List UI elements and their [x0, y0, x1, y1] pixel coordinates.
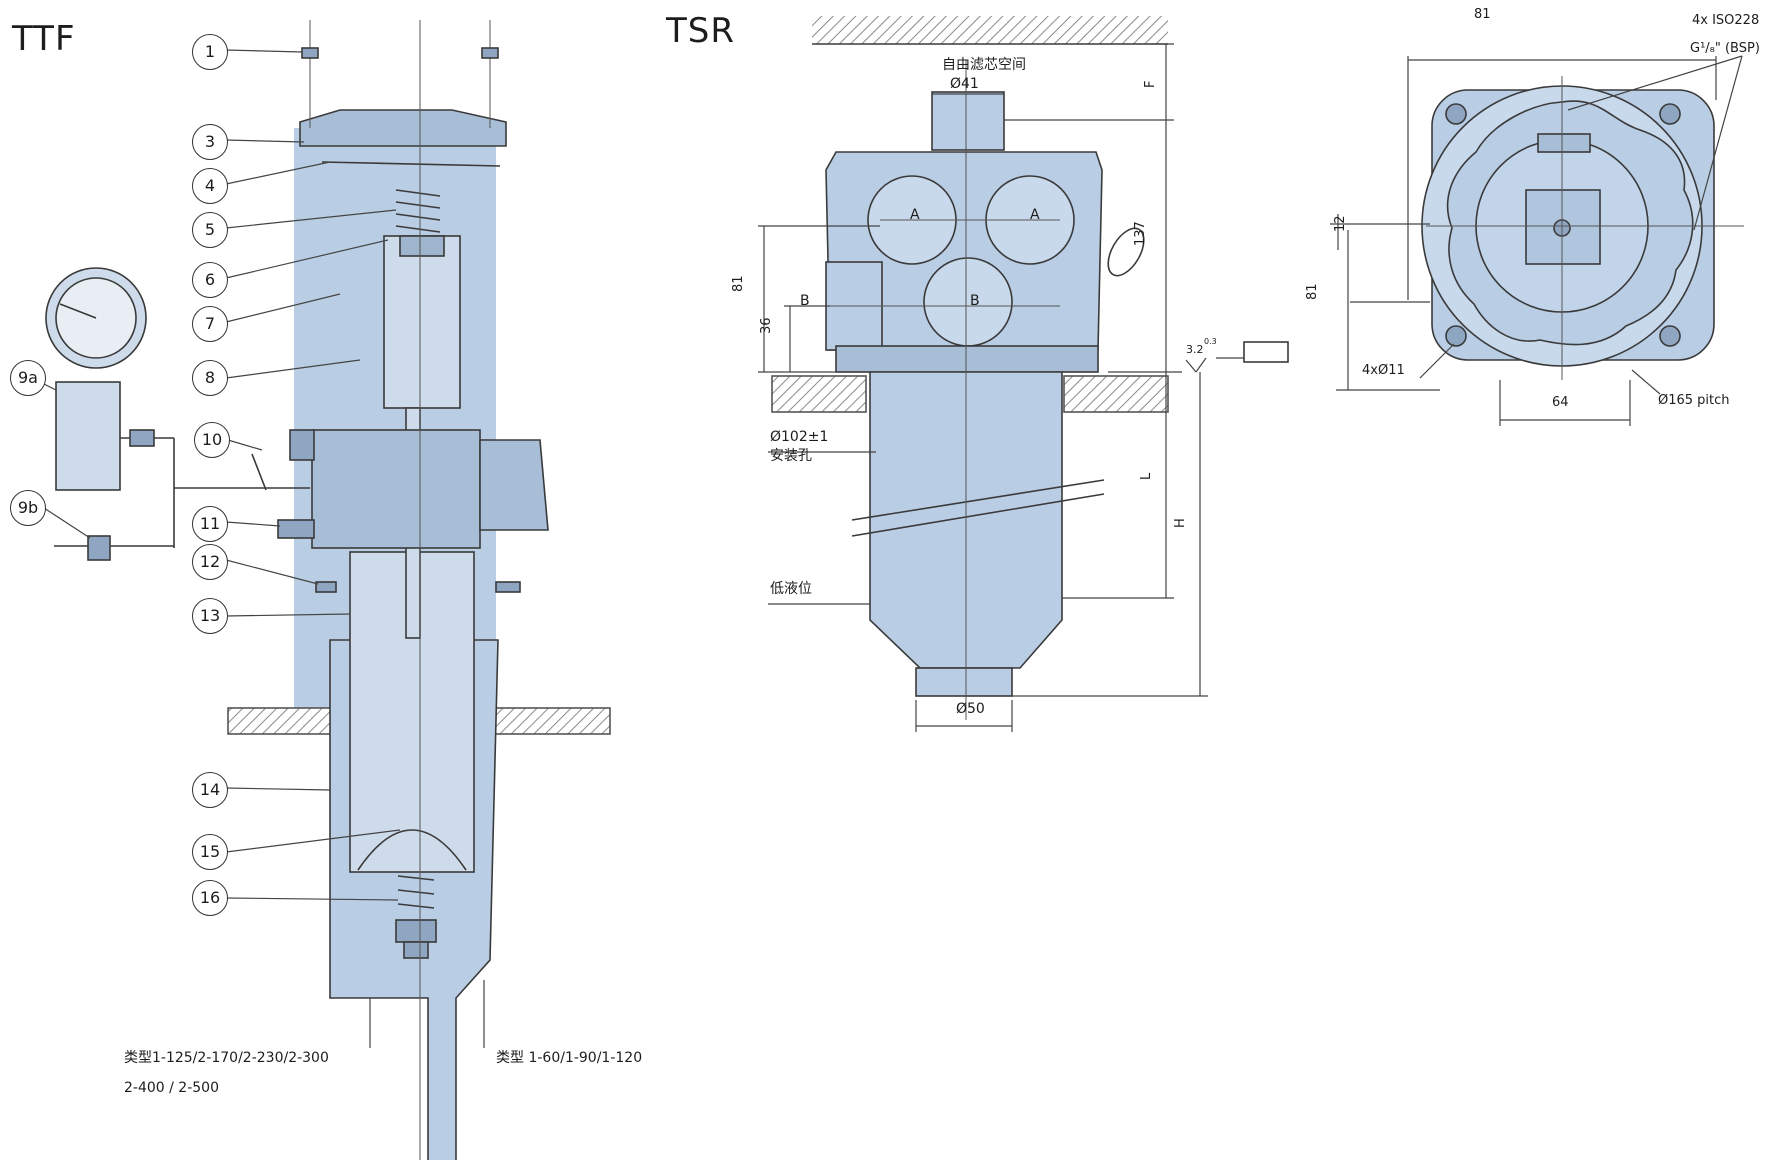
dim-81-top: 81 [1474, 7, 1491, 22]
callout-8: 8 [192, 360, 228, 396]
dim-81-side: 81 [1305, 283, 1320, 300]
dim-137: 137 [1133, 221, 1148, 246]
ttf-type-label-left: 类型1-125/2-170/2-230/2-300 [124, 1050, 329, 1066]
callout-3: 3 [192, 124, 228, 160]
mount-hole-label: 安装孔 [770, 448, 812, 464]
callout-9b: 9b [10, 490, 46, 526]
thread-label: 4x ISO228 [1692, 13, 1760, 28]
roughness: 3.2 [1186, 343, 1204, 356]
thread-size: G¹/₈" (BSP) [1690, 41, 1760, 56]
callout-14: 14 [192, 772, 228, 808]
dim-36: 36 [759, 317, 774, 334]
free-space-label: 自由滤芯空间 [942, 57, 1026, 73]
dim-h: H [1173, 518, 1188, 528]
port-a-right: A [1030, 207, 1040, 223]
callout-9a: 9a [10, 360, 46, 396]
roughness-sup: 0.3 [1204, 337, 1217, 346]
low-level-label: 低液位 [770, 581, 812, 597]
top-view [1330, 55, 1744, 426]
dim-12: 12 [1333, 215, 1348, 232]
ttf-title: TTF [12, 19, 76, 59]
dim-64: 64 [1552, 395, 1569, 410]
tsr-title: TSR [666, 11, 735, 51]
callout-12: 12 [192, 544, 228, 580]
callout-15: 15 [192, 834, 228, 870]
callout-7: 7 [192, 306, 228, 342]
callout-16: 16 [192, 880, 228, 916]
port-b-left: B [800, 293, 810, 309]
callout-11: 11 [192, 506, 228, 542]
pitch-label: Ø165 pitch [1658, 393, 1730, 408]
holes-label: 4xØ11 [1362, 363, 1405, 378]
callout-5: 5 [192, 212, 228, 248]
ttf-type-label-left-line2: 2-400 / 2-500 [124, 1080, 219, 1096]
callout-10: 10 [194, 422, 230, 458]
callout-6: 6 [192, 262, 228, 298]
tsr-dimensioned-view [758, 16, 1289, 732]
ttf-section-view [43, 20, 611, 1160]
dia-top: Ø41 [950, 76, 979, 92]
callout-1: 1 [192, 34, 228, 70]
dim-81: 81 [731, 275, 746, 292]
mount-hole-dia: Ø102±1 [770, 429, 829, 445]
port-b-center: B [970, 293, 980, 309]
dim-l: L [1139, 472, 1154, 480]
callout-13: 13 [192, 598, 228, 634]
dia-bottom: Ø50 [956, 701, 985, 717]
callout-4: 4 [192, 168, 228, 204]
port-a-left: A [910, 207, 920, 223]
ttf-type-label-right: 类型 1-60/1-90/1-120 [496, 1050, 643, 1066]
dim-f: F [1143, 80, 1158, 88]
